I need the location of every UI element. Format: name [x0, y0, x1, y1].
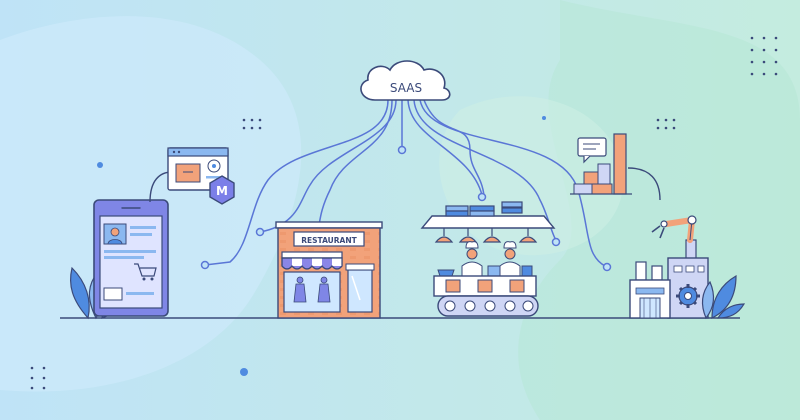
tablet-icon — [93, 199, 169, 317]
food-stall-icon — [420, 201, 556, 317]
gear-icon — [676, 284, 700, 308]
factory-icon — [629, 257, 709, 319]
web-window-icon — [167, 147, 229, 191]
factory-connector — [627, 167, 661, 201]
dot-grid-top-right — [750, 36, 778, 76]
cloud-label: SAAS — [390, 81, 422, 95]
cloud-icon: SAAS — [360, 60, 451, 101]
dot-grid-bottom-left — [30, 366, 46, 390]
accent-dot — [542, 116, 546, 120]
connector-endpoints — [200, 145, 612, 272]
factory-icon — [570, 133, 632, 195]
restaurant-icon: RESTAURANT — [275, 221, 383, 319]
magento-badge-icon: M — [209, 175, 235, 205]
robot-arm-icon — [651, 215, 697, 261]
dot-grid-top — [242, 118, 262, 130]
dot-grid-mid-right — [656, 118, 676, 130]
plant-icon — [701, 274, 746, 320]
restaurant-sign: RESTAURANT — [301, 236, 357, 245]
accent-dot — [97, 162, 103, 168]
accent-dot — [240, 368, 248, 376]
badge-letter: M — [216, 184, 228, 198]
